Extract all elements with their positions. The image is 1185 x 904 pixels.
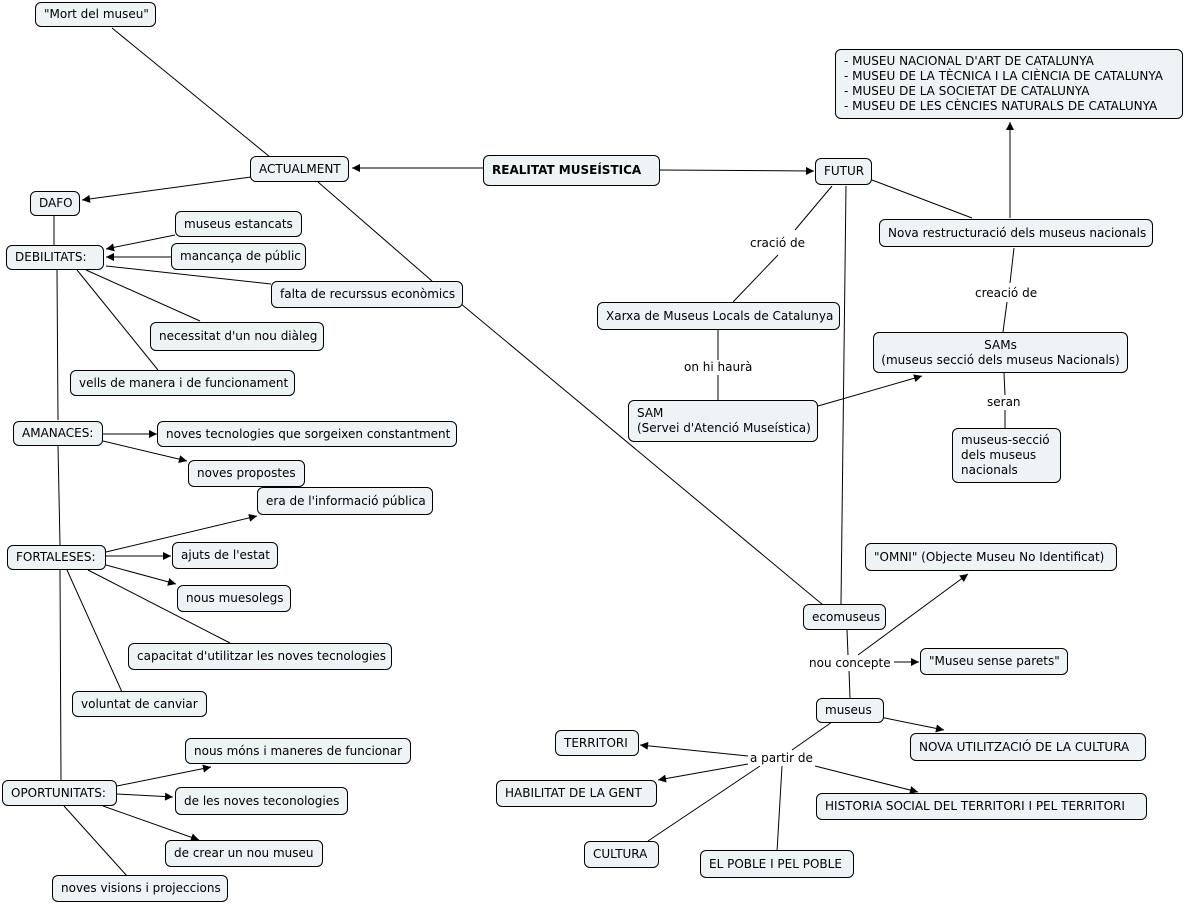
node-nova-utilitzacio[interactable]: NOVA UTILITZACIÓ DE LA CULTURA (910, 733, 1146, 761)
link-nou-omni (857, 573, 969, 656)
link-actualment-dafo (81, 176, 252, 203)
node-dafo[interactable]: DAFO (30, 191, 80, 216)
link-oportunitats-visions (63, 805, 128, 877)
node-de-les-noves[interactable]: de les noves teconologies (175, 787, 348, 815)
node-oportunitats[interactable]: OPORTUNITATS: (2, 780, 117, 806)
link-fortaleses-capacitat (87, 569, 231, 644)
link-debilitats-necessitat (85, 269, 201, 322)
label-creacio-de: creació de (973, 286, 1040, 301)
node-noves-tecnologies[interactable]: noves tecnologies que sorgeixen constant… (157, 421, 457, 447)
link-ecomuseus-nou (846, 629, 849, 656)
link-oportunitats-mons (116, 764, 212, 787)
link-cracio-xarxa (732, 254, 779, 303)
node-sams[interactable]: SAMs (museus secció dels museus Nacional… (873, 332, 1128, 373)
link-sam-sams (817, 374, 923, 407)
link-estancats-debilitats (105, 234, 176, 252)
node-xarxa-museus-locals[interactable]: Xarxa de Museus Locals de Catalunya (597, 302, 840, 330)
link-fortaleses-era (105, 513, 258, 553)
link-nova-creacio (1009, 247, 1015, 284)
link-amanaces-fortaleses (57, 445, 61, 546)
node-museus[interactable]: museus (816, 698, 884, 723)
node-capacitat-tecnologies[interactable]: capacitat d'utilitzar les noves tecnolog… (128, 643, 392, 670)
node-vells-de-manera[interactable]: vells de manera i de funcionament (70, 370, 295, 396)
node-cultura[interactable]: CULTURA (584, 841, 659, 868)
node-nous-museologs[interactable]: nous muesolegs (177, 585, 291, 612)
node-debilitats[interactable]: DEBILITATS: (6, 245, 104, 270)
node-ajuts-de-lestat[interactable]: ajuts de l'estat (172, 542, 278, 569)
node-territori[interactable]: TERRITORI (555, 730, 639, 756)
node-amanaces[interactable]: AMANACES: (13, 421, 103, 446)
link-futur-nova (871, 179, 973, 219)
link-actualment-falta (317, 181, 433, 282)
node-noves-propostes[interactable]: noves propostes (188, 460, 305, 487)
label-a-partir-de: a partir de (748, 751, 815, 766)
node-museu-sense-parets[interactable]: "Museu sense parets" (920, 648, 1068, 675)
link-fortaleses-voluntat (66, 569, 123, 693)
node-nova-restructuracio[interactable]: Nova restructuració dels museus nacional… (879, 219, 1153, 247)
node-museus-seccio[interactable]: museus-secció dels museus nacionals (952, 428, 1061, 483)
label-cracio-de: cració de (748, 236, 807, 251)
node-necessitat-dialeg[interactable]: necessitat d'un nou diàleg (150, 322, 324, 351)
node-noves-visions[interactable]: noves visions i projeccions (52, 875, 228, 902)
link-apartir-habilitat (657, 763, 749, 783)
link-falta-debilitats (105, 265, 272, 285)
node-mancanca-de-public[interactable]: mancança de públic (171, 243, 306, 270)
link-creacio-sams (1002, 301, 1008, 333)
link-realitat-futur (659, 166, 815, 175)
label-on-hi-haura: on hi haurà (682, 360, 755, 375)
link-apartir-cultura (647, 765, 761, 842)
link-fortaleses-oportunitats (59, 569, 62, 781)
link-oportunitats-noves (116, 792, 174, 801)
node-actualment[interactable]: ACTUALMENT (250, 156, 349, 182)
node-el-poble[interactable]: EL POBLE I PEL POBLE (700, 850, 854, 878)
link-apartir-historia (814, 765, 919, 794)
node-habilitat[interactable]: HABILITAT DE LA GENT (496, 780, 657, 807)
link-debilitats-amanaces (56, 269, 59, 421)
link-futur-ecomuseus (840, 185, 847, 605)
link-nou-museus (848, 669, 851, 699)
node-de-crear-museu[interactable]: de crear un nou museu (165, 840, 323, 867)
link-museus-nova (879, 716, 945, 733)
link-mort-actualment (111, 27, 271, 158)
label-seran: seran (985, 395, 1023, 410)
node-historia-social[interactable]: HISTORIA SOCIAL DEL TERRITORI I PEL TERR… (816, 793, 1147, 820)
link-sams-seran (1003, 372, 1006, 396)
node-omni[interactable]: "OMNI" (Objecte Museu No Identificat) (865, 543, 1117, 571)
node-mort-del-museu[interactable]: "Mort del museu" (35, 2, 156, 27)
node-realitat-museistica[interactable]: REALITAT MUSEÍSTICA (483, 155, 660, 186)
link-apartir-territori (639, 741, 749, 757)
node-voluntat-canviar[interactable]: voluntat de canviar (72, 691, 207, 717)
node-futur[interactable]: FUTUR (815, 158, 872, 185)
link-oportunitats-crear (102, 805, 200, 842)
link-falta-ecomuseus (459, 302, 824, 606)
node-falta-de-recursos[interactable]: falta de recurssus econòmics (271, 281, 463, 308)
node-museus-estancats[interactable]: museus estancats (175, 211, 302, 237)
link-debilitats-vells (76, 269, 159, 371)
link-apartir-poble (776, 765, 783, 853)
node-museus-nacionals-list[interactable]: - MUSEU NACIONAL D'ART DE CATALUNYA - MU… (835, 49, 1183, 119)
node-sam[interactable]: SAM (Servei d'Atenció Museística) (628, 400, 818, 442)
node-nous-mons[interactable]: nous móns i maneres de funcionar (185, 738, 411, 764)
link-museus-apartir (791, 721, 833, 751)
node-ecomuseus[interactable]: ecomuseus (803, 604, 886, 630)
label-nou-concepte: nou concepte (807, 656, 893, 671)
link-fortaleses-museologs (105, 564, 177, 586)
link-futur-cracio (794, 185, 833, 231)
link-amanaces-propostes (102, 440, 188, 464)
node-fortaleses[interactable]: FORTALESES: (7, 545, 106, 570)
node-era-informacio[interactable]: era de l'informació pública (257, 487, 433, 515)
